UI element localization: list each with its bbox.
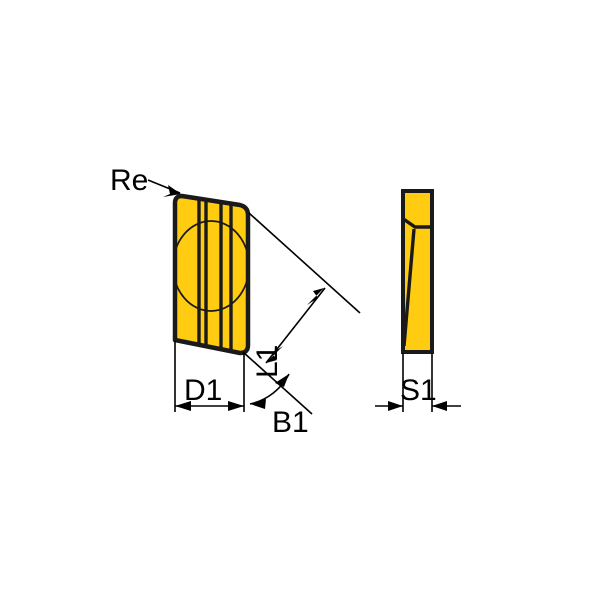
s1-dimension-line	[375, 401, 461, 411]
re-leader	[147, 179, 181, 197]
insert-front-body	[172, 193, 251, 356]
d1-label: D1	[184, 374, 222, 407]
re-label: Re	[110, 164, 148, 197]
front-view-group: Re L1 D1	[110, 164, 361, 439]
d1-extension-lines	[174, 341, 245, 412]
l1-label: L1	[251, 345, 284, 378]
chip-groove-lines	[197, 196, 233, 353]
insert-side-body	[401, 189, 434, 354]
l1-dimension-line	[265, 287, 326, 364]
inscribed-circle	[175, 220, 248, 312]
d1-dimension-line	[175, 401, 244, 411]
b1-angle-arc	[249, 373, 290, 409]
b1-label: B1	[272, 406, 309, 439]
side-relief-lines	[403, 216, 432, 347]
l1-extension-lines	[242, 212, 361, 415]
side-view-group: S1	[375, 189, 461, 412]
s1-extension-lines	[402, 353, 433, 412]
s1-label: S1	[400, 374, 437, 407]
